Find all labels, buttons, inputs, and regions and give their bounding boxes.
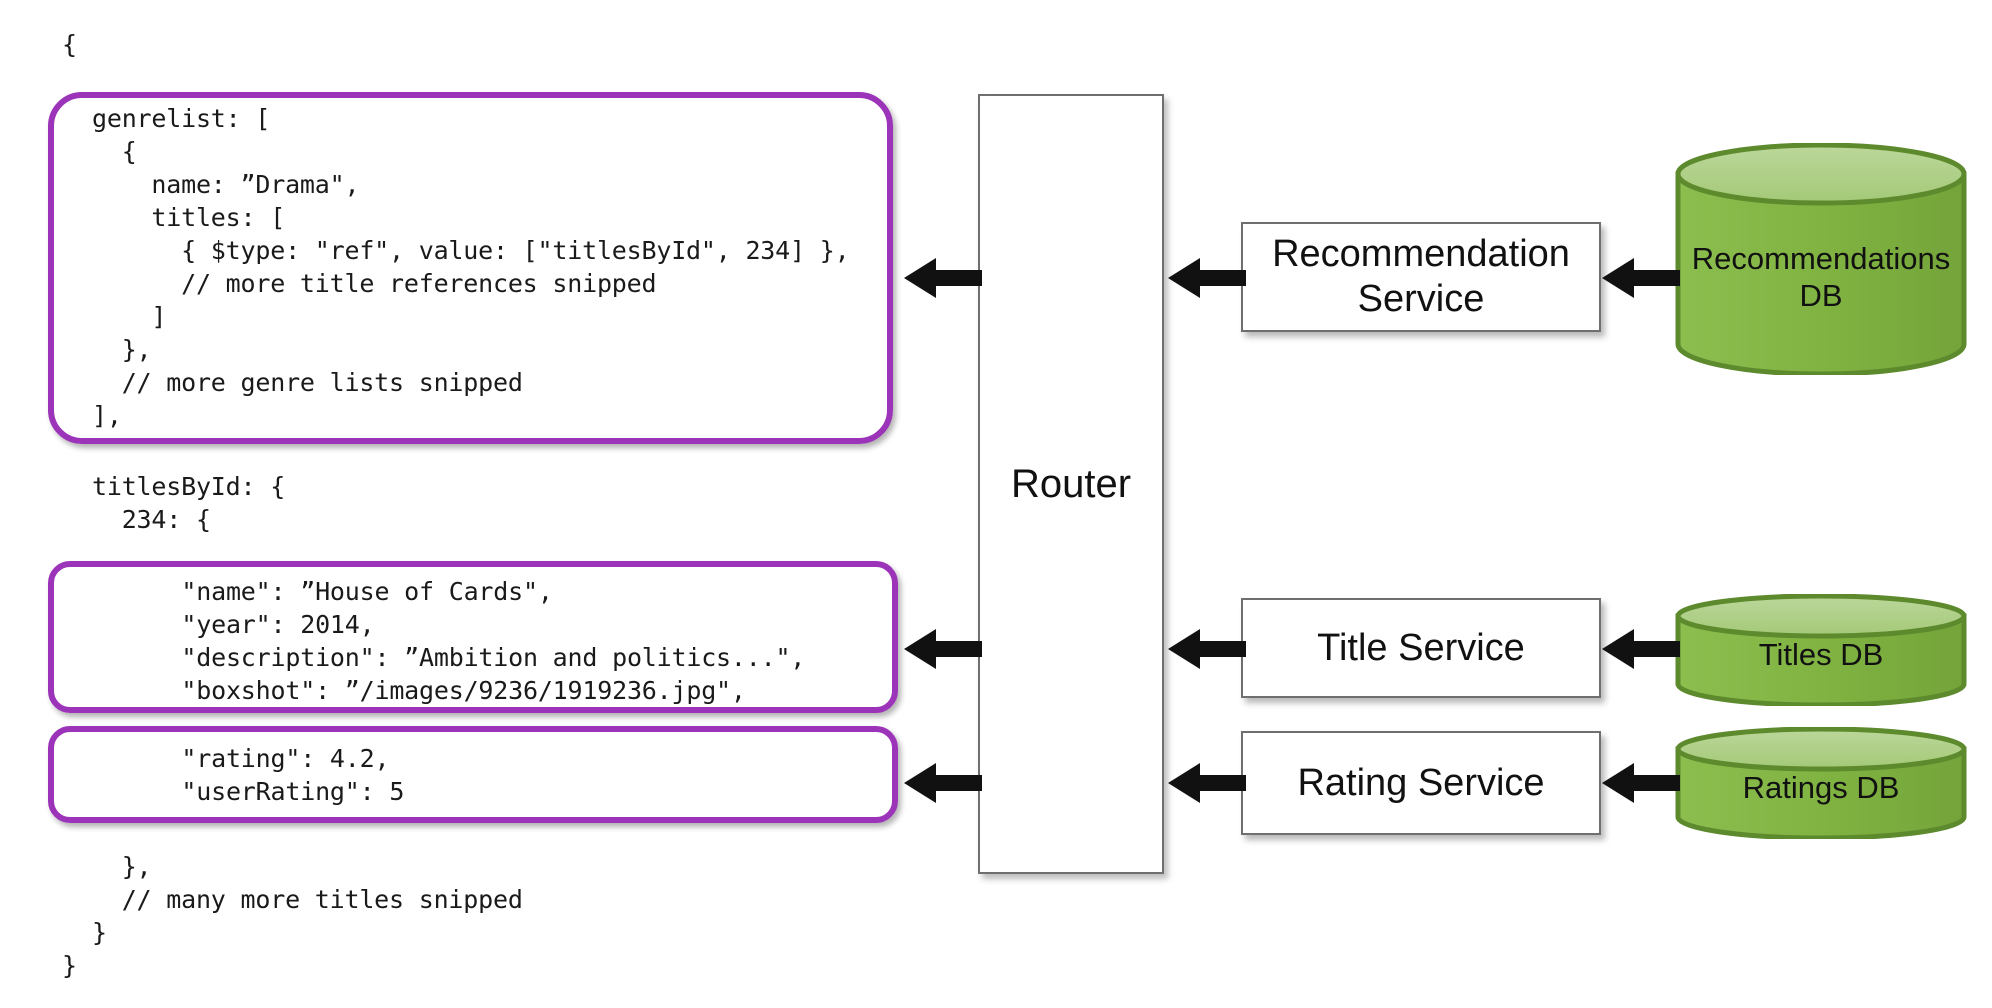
arrow-title-service-to-router xyxy=(1166,625,1246,673)
router-label: Router xyxy=(1010,461,1132,506)
rating-callout-box xyxy=(48,726,898,823)
arrow-recommendations-db-to-service xyxy=(1600,254,1680,302)
titles-db-cylinder[interactable]: Titles DB xyxy=(1675,594,1967,706)
recommendations-db-cylinder[interactable]: Recommendations DB xyxy=(1675,143,1967,375)
code-line-12: titlesById: { xyxy=(92,472,286,501)
code-line-21: // many more titles snipped xyxy=(92,885,523,914)
arrow-recommendation-service-to-router xyxy=(1166,254,1246,302)
ratings-db-shape xyxy=(1675,727,1967,839)
code-line-23: } xyxy=(62,951,77,980)
arrow-ratings-db-to-service xyxy=(1600,759,1680,807)
arrow-rating-service-to-router xyxy=(1166,759,1246,807)
arrow-router-to-genrelist xyxy=(902,254,982,302)
rating-service-box[interactable]: Rating Service xyxy=(1241,731,1601,835)
code-line-1: { xyxy=(62,30,77,59)
title-service-label: Title Service xyxy=(1317,626,1525,669)
rating-service-label: Rating Service xyxy=(1297,761,1545,804)
title-service-box[interactable]: Title Service xyxy=(1241,598,1601,698)
code-line-13: 234: { xyxy=(92,505,211,534)
code-line-22: } xyxy=(92,918,107,947)
title-detail-callout-box xyxy=(48,561,898,713)
arrow-titles-db-to-service xyxy=(1600,625,1680,673)
code-line-20: }, xyxy=(92,852,152,881)
arrow-router-to-title-detail xyxy=(902,625,982,673)
router-box[interactable]: Router xyxy=(978,94,1164,874)
recommendation-service-label-line1: Recommendation xyxy=(1272,233,1570,276)
ratings-db-cylinder[interactable]: Ratings DB xyxy=(1675,727,1967,839)
arrow-router-to-rating xyxy=(902,759,982,807)
recommendation-service-label-line2: Service xyxy=(1357,278,1485,320)
titles-db-shape xyxy=(1675,594,1967,706)
recommendations-db-shape xyxy=(1675,143,1967,375)
recommendation-service-box[interactable]: Recommendation Service xyxy=(1241,222,1601,332)
genrelist-callout-box xyxy=(48,92,893,444)
